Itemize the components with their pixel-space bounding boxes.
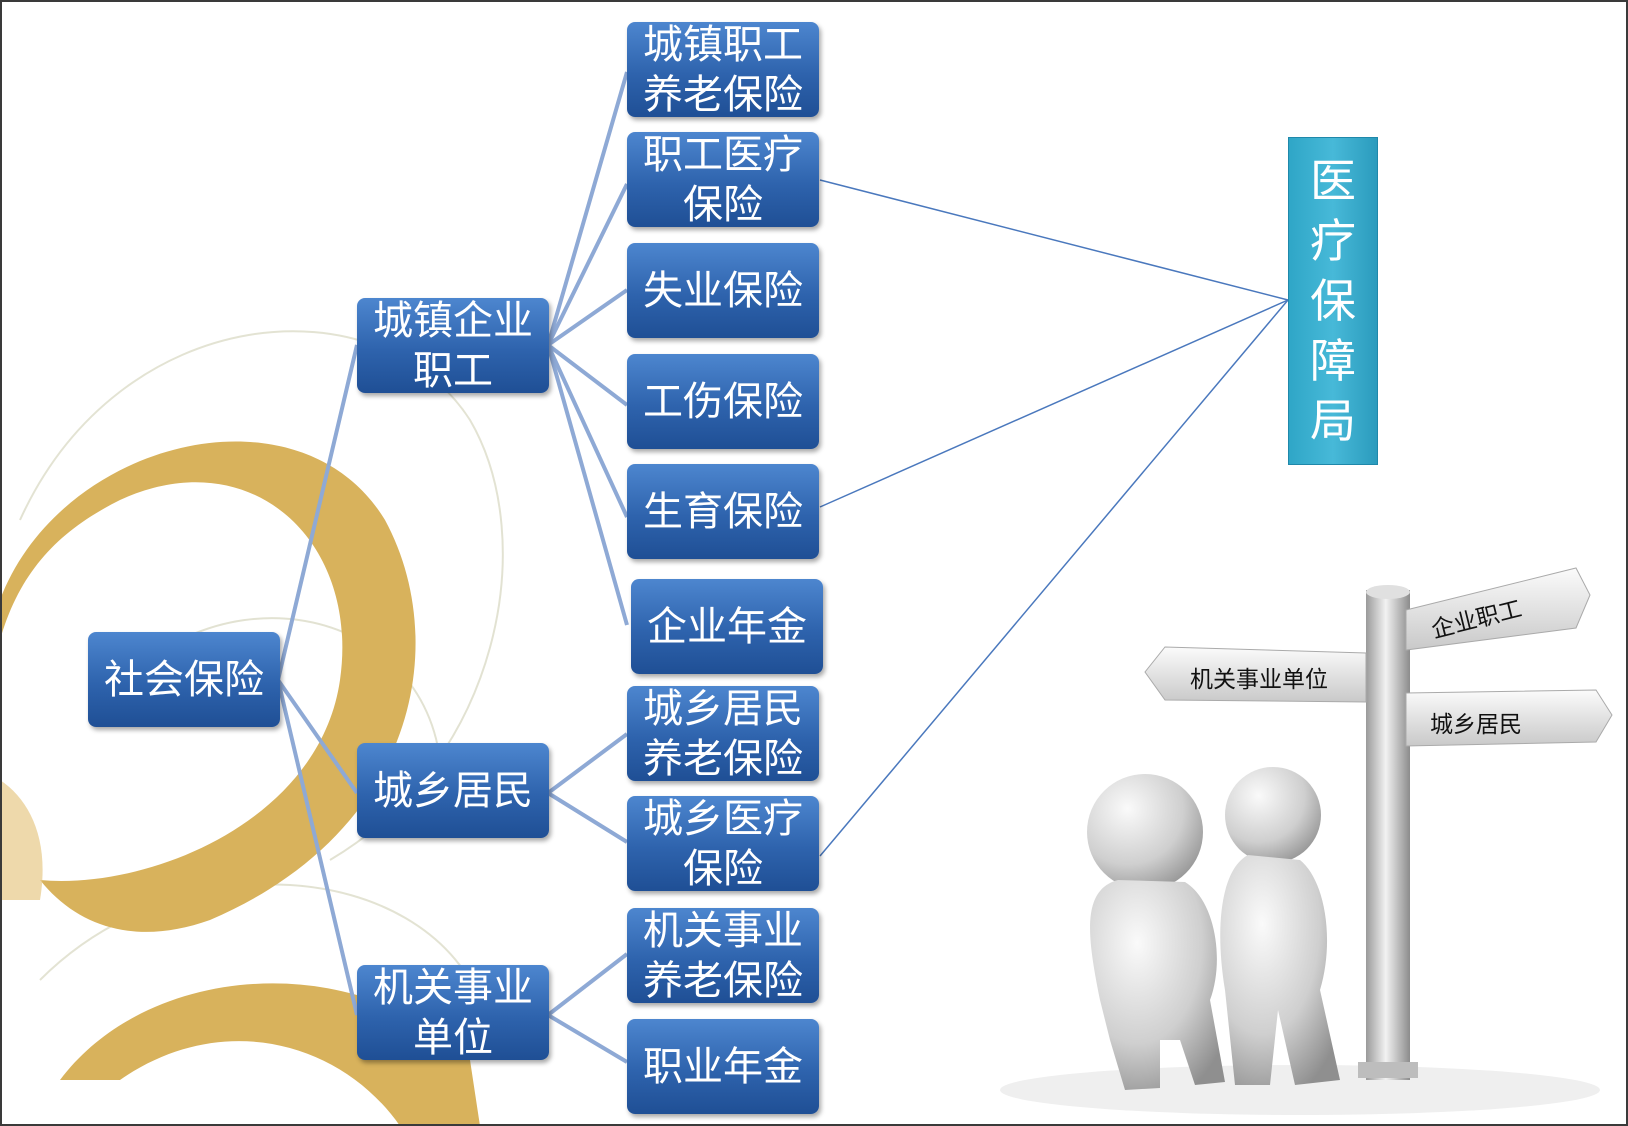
group-node-label: 城乡居民 bbox=[373, 767, 533, 814]
leaf-node-label: 城乡居民养老保险 bbox=[643, 685, 803, 782]
leaf-node-label: 机关事业养老保险 bbox=[643, 907, 803, 1004]
leaf-node-label: 职工医疗保险 bbox=[643, 131, 803, 228]
bureau-char: 障 bbox=[1310, 334, 1356, 388]
leaf-node-label: 工伤保险 bbox=[643, 378, 803, 425]
leaf-node-unemployment: 失业保险 bbox=[627, 243, 819, 338]
leaf-node-label: 失业保险 bbox=[643, 267, 803, 314]
leaf-node-employee-medical: 职工医疗保险 bbox=[627, 131, 819, 228]
root-node-label: 社会保险 bbox=[104, 656, 264, 703]
leaf-node-label: 企业年金 bbox=[647, 603, 807, 650]
signpost-sign-urban-rural: 城乡居民 bbox=[1430, 712, 1522, 738]
bureau-char: 疗 bbox=[1310, 214, 1356, 268]
bureau-char: 医 bbox=[1310, 154, 1356, 208]
leaf-node-institution-pension: 机关事业养老保险 bbox=[627, 907, 819, 1004]
leaf-node-urban-pension: 城镇职工养老保险 bbox=[627, 21, 819, 118]
group-node-label: 机关事业单位 bbox=[373, 964, 533, 1061]
root-node-social-insurance: 社会保险 bbox=[88, 632, 280, 727]
leaf-node-resident-medical: 城乡医疗保险 bbox=[627, 795, 819, 892]
leaf-node-enterprise-annuity: 企业年金 bbox=[631, 579, 823, 674]
leaf-node-label: 城乡医疗保险 bbox=[643, 795, 803, 892]
group-node-label: 城镇企业职工 bbox=[373, 297, 533, 394]
medical-security-bureau-box: 医 疗 保 障 局 bbox=[1288, 137, 1378, 465]
signpost-sign-public-institution: 机关事业单位 bbox=[1190, 667, 1328, 693]
bureau-char: 保 bbox=[1310, 274, 1356, 328]
leaf-node-label: 城镇职工养老保险 bbox=[643, 21, 803, 118]
leaf-node-resident-pension: 城乡居民养老保险 bbox=[627, 685, 819, 782]
bureau-char: 局 bbox=[1310, 394, 1356, 448]
leaf-node-occupational-annuity: 职业年金 bbox=[627, 1019, 819, 1114]
leaf-node-maternity: 生育保险 bbox=[627, 464, 819, 559]
group-node-public-institution: 机关事业单位 bbox=[357, 964, 549, 1061]
leaf-node-label: 职业年金 bbox=[643, 1043, 803, 1090]
leaf-node-label: 生育保险 bbox=[643, 488, 803, 535]
leaf-node-work-injury: 工伤保险 bbox=[627, 354, 819, 449]
group-node-urban-employee: 城镇企业职工 bbox=[357, 297, 549, 394]
group-node-urban-rural: 城乡居民 bbox=[357, 743, 549, 838]
